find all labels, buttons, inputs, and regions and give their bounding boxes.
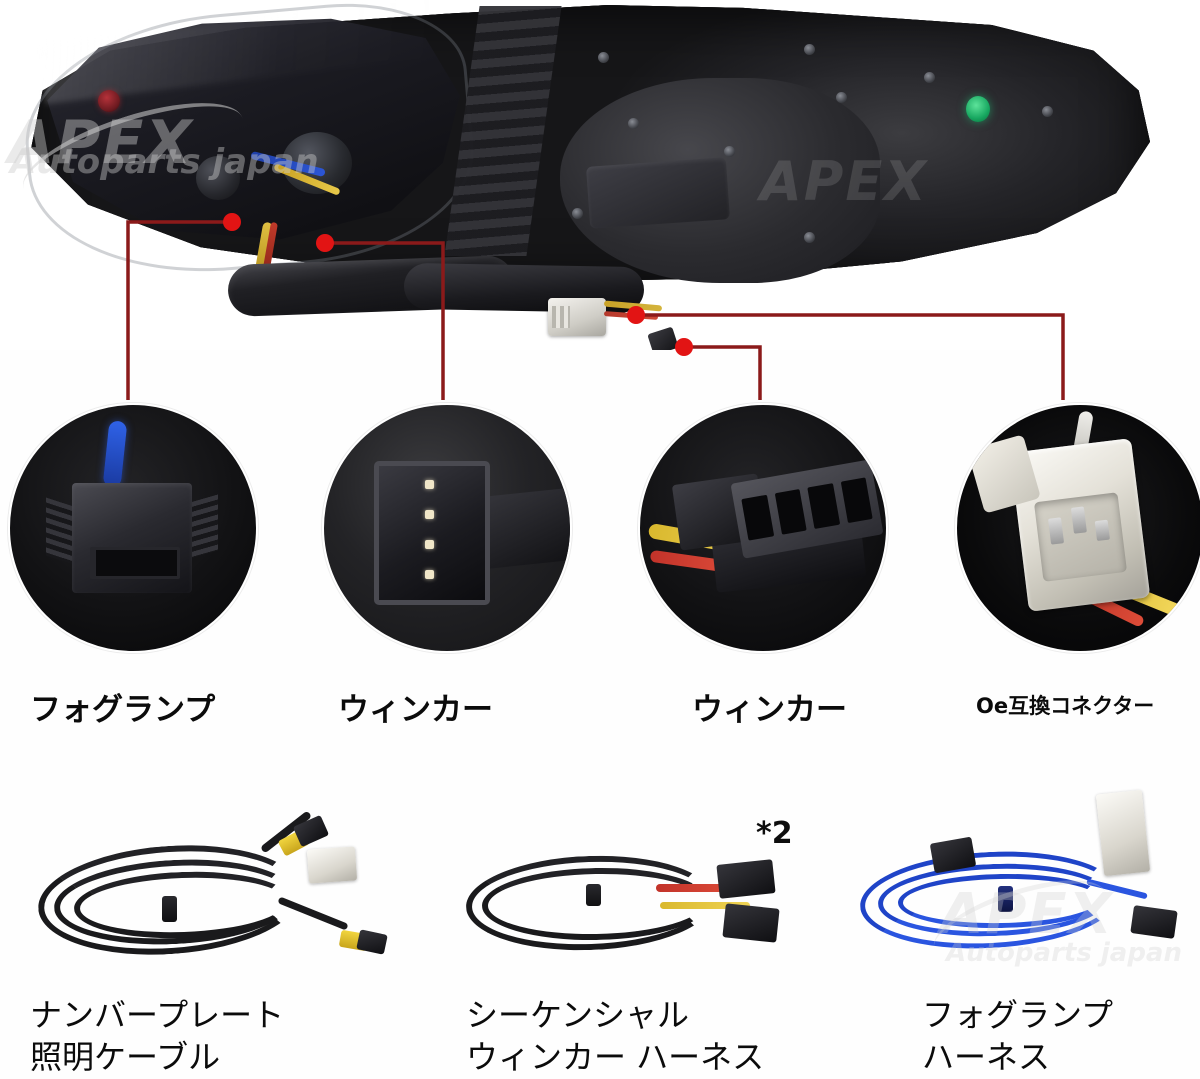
screw — [628, 118, 639, 129]
connector-pin — [1094, 519, 1110, 542]
detail-callout-circles — [0, 398, 1200, 660]
accessory-label-line1: ナンバープレート — [30, 996, 285, 1034]
small-black-connector — [647, 326, 679, 350]
white-connector — [306, 846, 358, 884]
blue-wire — [102, 420, 128, 488]
screw — [598, 52, 609, 63]
accessory-photo-license-plate-cable — [20, 798, 388, 978]
screw — [1042, 106, 1053, 117]
black-connector — [1130, 905, 1178, 939]
connector-pin — [1070, 506, 1087, 534]
callout-label-turn-signal-right: ウィンカー — [692, 692, 847, 728]
callout-label-turn-signal-left: ウィンカー — [338, 692, 493, 728]
connector-pin — [425, 480, 434, 489]
four-pin-connector — [374, 461, 490, 605]
bulb-socket-a — [196, 156, 240, 200]
accessory-label-license-plate-cable: ナンバープレート 照明ケーブル — [30, 994, 284, 1078]
accessory-photo-sequential-harness: *2 — [460, 816, 793, 980]
screw — [836, 92, 847, 103]
lamp-lens — [47, 18, 460, 240]
callout-circle-turn-signal-left — [322, 403, 572, 653]
accessory-label-sequential-harness: シーケンシャル ウィンカー ハーネス — [466, 994, 764, 1078]
yellow-wire — [660, 902, 750, 909]
black-connector — [356, 929, 388, 955]
cable-tie — [998, 886, 1013, 912]
callout-circle-turn-signal-right — [638, 403, 888, 653]
connector-pin — [425, 510, 434, 519]
black-connector — [722, 903, 780, 943]
hero-product-photo: APEX Autoparts japan APEX — [0, 0, 1200, 350]
cable-tie — [162, 896, 177, 922]
screw — [804, 44, 815, 55]
connector-pin — [1048, 517, 1065, 545]
screw — [724, 146, 735, 157]
callout-circle-oe-connector — [955, 403, 1200, 653]
black-connector — [716, 859, 776, 899]
red-indicator-cap — [98, 90, 120, 112]
accessory-photo-fog-lamp-harness — [850, 789, 1190, 970]
connector-slot — [807, 483, 840, 529]
connector-slot — [774, 489, 807, 535]
accessory-label-line2: ウィンカー ハーネス — [466, 1038, 765, 1077]
connector-pin — [425, 570, 434, 579]
callout-circle-fog-lamp — [8, 403, 258, 653]
connector-slot — [840, 477, 873, 524]
callout-label-fog-lamp: フォグランプ — [30, 692, 216, 728]
connector-pin — [425, 540, 434, 549]
accessory-label-line1: シーケンシャル — [466, 996, 690, 1034]
control-module — [586, 157, 730, 229]
screw — [924, 72, 935, 83]
callout-label-oe-connector: Oe互換コネクター — [976, 694, 1155, 718]
screw — [804, 232, 815, 243]
red-wire — [603, 311, 659, 320]
white-connector — [1095, 789, 1151, 877]
screw — [572, 208, 583, 219]
two-pin-connector — [72, 483, 192, 593]
cable-tie — [586, 884, 601, 906]
connector-slot — [741, 494, 774, 541]
accessory-label-line1: フォグランプ — [922, 996, 1114, 1034]
accessory-label-line2: ハーネス — [922, 1038, 1051, 1077]
quantity-note-sequential: *2 — [756, 816, 793, 851]
green-indicator-dot — [966, 96, 990, 122]
oe-white-connector — [548, 298, 606, 336]
accessory-label-line2: 照明ケーブル — [30, 1038, 221, 1077]
connector-cavity — [1033, 492, 1128, 582]
red-wire — [656, 884, 752, 892]
accessory-label-fog-lamp-harness: フォグランプ ハーネス — [922, 994, 1113, 1078]
